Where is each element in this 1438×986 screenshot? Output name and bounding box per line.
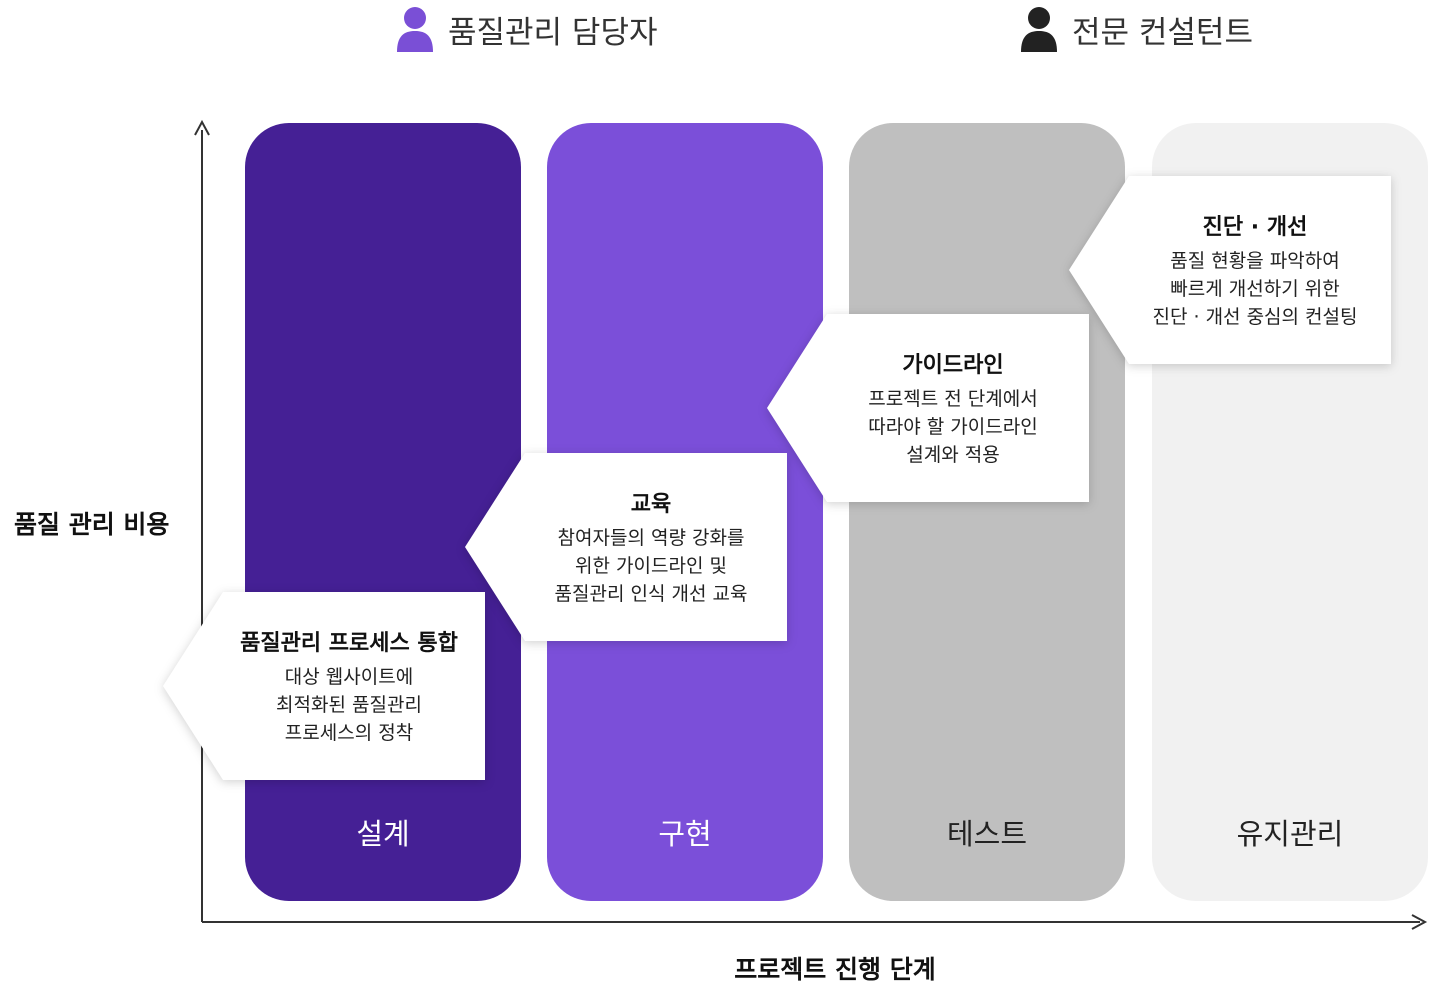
phase-label: 테스트 (946, 817, 1028, 851)
callout-education: 교육 참여자들의 역량 강화를 위한 가이드라인 및 품질관리 인식 개선 교육 (465, 453, 787, 641)
callout-title: 가이드라인 (902, 353, 1004, 378)
y-axis-arrow (194, 119, 210, 136)
callout-line: 최적화된 품질관리 (276, 694, 422, 716)
phase-label: 유지관리 (1236, 817, 1344, 851)
callout-line: 설계와 적용 (906, 444, 1000, 466)
callout-process-integration: 품질관리 프로세스 통합 대상 웹사이트에 최적화된 품질관리 프로세스의 정착 (163, 592, 485, 780)
person-icon (397, 7, 433, 52)
legend-consultant-label: 전문 컨설턴트 (1072, 14, 1253, 51)
callout-title: 교육 (630, 492, 672, 517)
phase-label: 설계 (356, 817, 410, 851)
callout-line: 품질 현황을 파악하여 (1170, 250, 1340, 272)
callout-guideline: 가이드라인 프로젝트 전 단계에서 따라야 할 가이드라인 설계와 적용 (767, 314, 1089, 502)
callout-line: 위한 가이드라인 및 (575, 555, 727, 577)
callout-line: 따라야 할 가이드라인 (868, 416, 1038, 438)
callout-line: 프로세스의 정착 (284, 722, 414, 744)
phase-column-test: 테스트 (849, 123, 1125, 901)
y-axis-label: 품질 관리 비용 (14, 510, 170, 539)
phase-label: 구현 (658, 817, 712, 851)
legend-quality-manager: 품질관리 담당자 (396, 6, 658, 52)
x-axis-label: 프로젝트 진행 단계 (734, 955, 936, 984)
x-axis-arrow (1411, 914, 1428, 930)
callout-line: 품질관리 인식 개선 교육 (554, 583, 748, 605)
legend-consultant: 전문 컨설턴트 (1020, 6, 1253, 52)
callout-diagnosis: 진단 · 개선 품질 현황을 파악하여 빠르게 개선하기 위한 진단 · 개선 … (1069, 176, 1391, 364)
person-icon (1021, 7, 1057, 52)
callout-line: 참여자들의 역량 강화를 (557, 527, 745, 549)
legend-manager-label: 품질관리 담당자 (448, 14, 658, 51)
callout-line: 대상 웹사이트에 (284, 666, 414, 688)
callout-title: 진단 · 개선 (1202, 215, 1308, 240)
callout-line: 빠르게 개선하기 위한 (1170, 278, 1340, 300)
callout-line: 프로젝트 전 단계에서 (868, 388, 1038, 410)
callout-line: 진단 · 개선 중심의 컨설팅 (1152, 306, 1358, 328)
callout-title: 품질관리 프로세스 통합 (240, 631, 458, 656)
